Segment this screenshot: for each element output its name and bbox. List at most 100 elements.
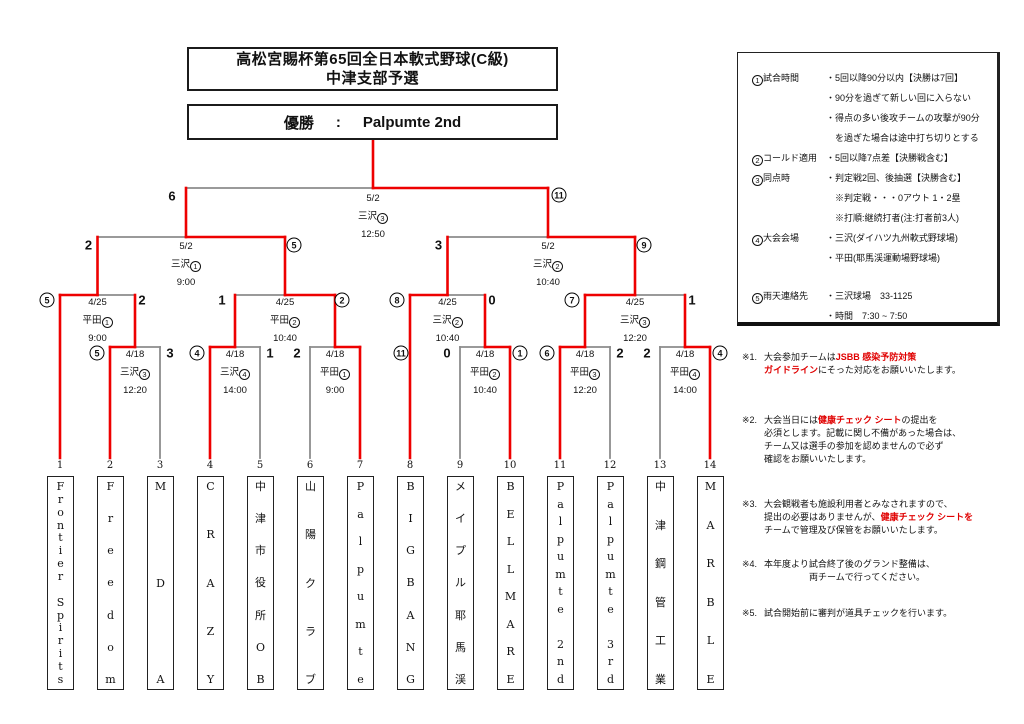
circled-number: 4 — [239, 369, 250, 380]
team-name-char — [59, 584, 63, 595]
note-text: 試合開始前に審判が道具チェックを行います。 — [764, 608, 953, 618]
team-number: 8 — [406, 460, 414, 471]
team-number: 9 — [456, 460, 464, 471]
note-line: 確認をお願いいたします。 — [764, 453, 961, 466]
team-name-char: プ — [455, 544, 466, 558]
team-name-char: 津 — [255, 512, 266, 526]
match-time: 12:20 — [123, 385, 147, 396]
team-name-char: 耶 — [455, 608, 466, 622]
match-time: 10:40 — [473, 385, 497, 396]
note-id: ※1. — [742, 352, 758, 362]
team-name-char: e — [107, 544, 114, 558]
team-name-char: 山 — [305, 480, 316, 493]
note-line: チーム又は選手の参加を認めませんので必ず — [764, 440, 961, 453]
team-name-char: A — [506, 617, 515, 631]
team-name-char: a — [357, 507, 364, 521]
team-name-char: t — [608, 585, 613, 599]
team-name-char: A — [706, 518, 715, 532]
circled-number: 2 — [752, 155, 763, 166]
team-name-char: P — [356, 480, 365, 493]
team-name-char: o — [57, 505, 64, 519]
team-name-char: e — [357, 672, 364, 686]
team-name-char: d — [556, 672, 565, 686]
match-date: 4/18 — [225, 349, 245, 360]
match-date: 4/25 — [275, 297, 295, 308]
team-name-char: G — [406, 672, 415, 686]
team-name-char: A — [406, 608, 415, 622]
team-name-char: S — [56, 595, 65, 609]
circled-number: 1 — [339, 369, 350, 380]
match-date: 4/18 — [125, 349, 145, 360]
team-name-char: F — [56, 480, 65, 493]
rule-line: ・5回以降90分以内【決勝は7回】 — [826, 73, 964, 83]
rule-lines: ・判定戦2回、後抽選【決勝含む】 ※判定戦・・・0アウト 1・2塁 ※打順:継続… — [826, 168, 993, 228]
team-name-char: B — [406, 480, 415, 493]
circled-number: 1 — [101, 317, 113, 328]
note-highlight: 健康チェック シート — [818, 415, 902, 425]
team-number: 12 — [603, 460, 617, 471]
rule-line: を過ぎた場合は途中打ち切りとする — [826, 133, 979, 143]
winner-score: 11 — [551, 187, 567, 203]
team-name-char: t — [58, 531, 63, 545]
rule-line: ・5回以降7点差【決勝戦含む】 — [826, 153, 954, 163]
team-name-char: 市 — [255, 544, 266, 558]
team-name-char: 中 — [655, 480, 666, 493]
champion-name: Palpumte 2nd — [362, 113, 462, 131]
team-name-char: O — [255, 640, 266, 654]
score: 0 — [488, 292, 496, 308]
team-name-char: 馬 — [455, 640, 466, 654]
team-name-char: p — [356, 562, 365, 576]
score: 3 — [166, 345, 174, 361]
team-name-char — [609, 621, 613, 632]
team-name-char: u — [606, 550, 615, 564]
note-body: 大会観戦者も施設利用者とみなされますので、提出の必要はありませんが、健康チェック… — [764, 498, 973, 537]
circled-number: 3 — [377, 213, 388, 224]
team-name-char: Y — [206, 673, 215, 686]
note-body: 試合開始前に審判が道具チェックを行います。 — [764, 607, 952, 620]
champion-label: 優勝 — [283, 114, 314, 132]
team-name-char: i — [58, 647, 63, 661]
circled-number: 2 — [289, 317, 300, 328]
team-name-char: n — [56, 518, 65, 532]
champion-box: 優勝 : Palpumte 2nd — [187, 104, 558, 140]
rule-line: ※判定戦・・・0アウト 1・2塁 — [826, 193, 961, 203]
team-name-char: m — [555, 567, 566, 581]
team-name-char: d — [106, 608, 115, 622]
team-name-char: M — [154, 480, 167, 493]
note-highlight: JSBB 感染予防対策 — [835, 352, 917, 362]
team-name-char: t — [558, 585, 563, 599]
circled-number: 3 — [589, 369, 600, 380]
note-line: 大会参加チームはJSBB 感染予防対策 — [764, 351, 961, 364]
note-line: 必須とします。記載に関し不備があった場合は、 — [764, 427, 961, 440]
winner-score: 11 — [393, 345, 409, 361]
team-name-char: B — [506, 480, 515, 493]
team-name-char: r — [57, 492, 64, 506]
team-name-char: G — [406, 544, 415, 558]
match-time: 14:00 — [673, 385, 697, 396]
team-name-char: B — [256, 672, 265, 686]
team-name-char: ラ — [305, 624, 316, 638]
note-text: 提出の必要はありませんが、 — [764, 512, 881, 522]
team-name-char: 2 — [557, 637, 564, 651]
note-text: 大会参加チームは — [764, 352, 836, 362]
match-time: 9:00 — [325, 385, 345, 396]
team-box: 山陽クラブ — [297, 476, 324, 690]
score: 1 — [218, 292, 226, 308]
team-number: 4 — [206, 460, 214, 471]
team-name-char: I — [408, 512, 413, 526]
team-name-char: E — [506, 507, 515, 521]
note-text: 大会当日には — [764, 415, 819, 425]
